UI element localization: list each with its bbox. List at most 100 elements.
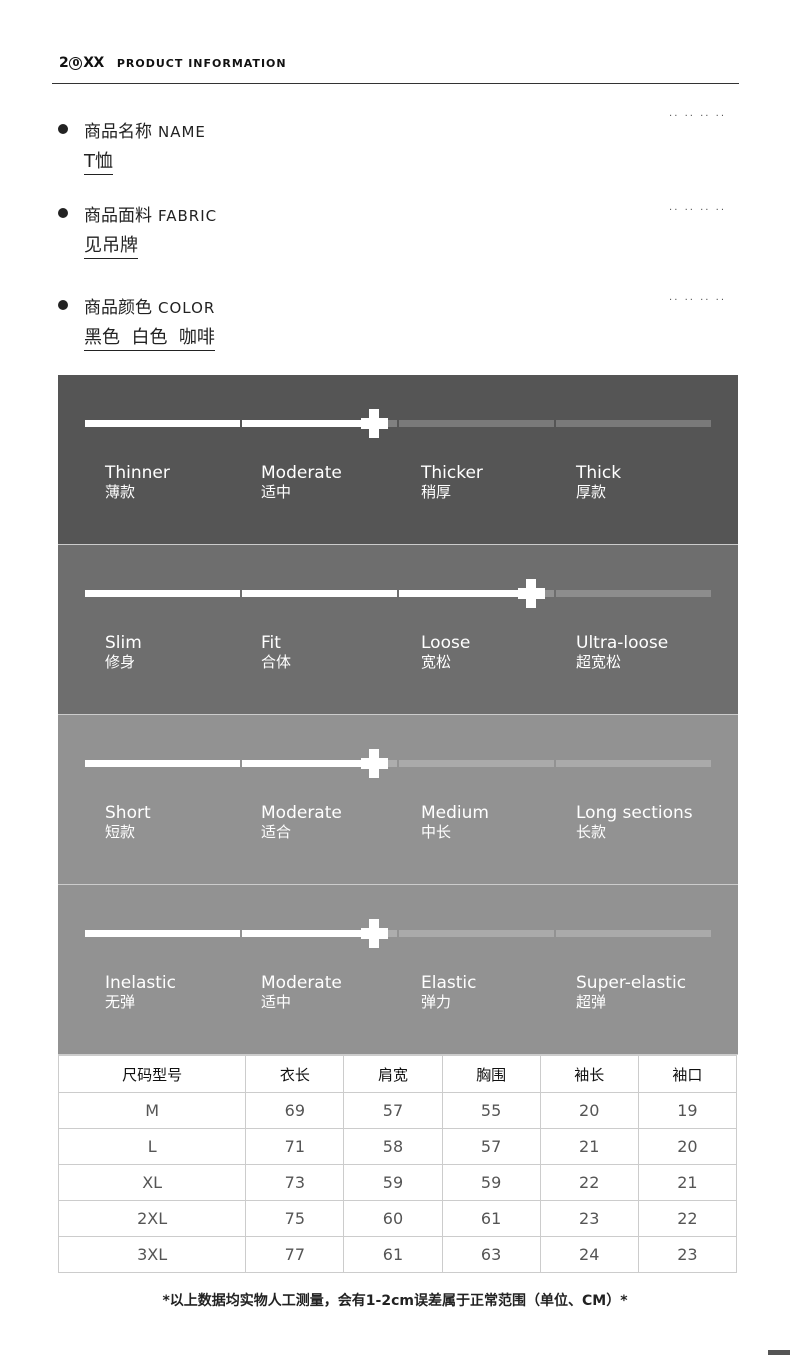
info-value: T恤 bbox=[84, 147, 113, 175]
option-label-en: Medium bbox=[421, 803, 489, 823]
scale-marker-arm bbox=[360, 418, 388, 429]
scale-segment bbox=[399, 420, 554, 427]
table-cell: 77 bbox=[245, 1236, 345, 1273]
scale-segment bbox=[556, 420, 711, 427]
info-value: 黑色 白色 咖啡 bbox=[84, 323, 215, 351]
column-header: 袖长 bbox=[539, 1055, 639, 1093]
table-cell: 2XL bbox=[57, 1200, 247, 1237]
info-label-en: NAME bbox=[158, 123, 206, 141]
scale-marker-arm bbox=[517, 588, 545, 599]
table-cell: 22 bbox=[539, 1164, 639, 1201]
column-header: 胸围 bbox=[441, 1055, 541, 1093]
dots-decoration: .. .. .. .. bbox=[669, 292, 726, 303]
table-cell: 21 bbox=[637, 1164, 738, 1201]
table-cell: 55 bbox=[441, 1092, 541, 1129]
table-cell: XL bbox=[57, 1164, 247, 1201]
column-header: 衣长 bbox=[245, 1055, 345, 1093]
dots-decoration: .. .. .. .. bbox=[669, 202, 726, 213]
option-label-zh: 中长 bbox=[421, 823, 452, 841]
table-cell: 24 bbox=[539, 1236, 639, 1273]
option-label-zh: 合体 bbox=[261, 653, 292, 671]
option-label-en: Thinner bbox=[105, 463, 170, 483]
scale-segment bbox=[85, 760, 240, 767]
option-label-en: Super-elastic bbox=[576, 973, 687, 993]
scale-segment bbox=[399, 760, 554, 767]
info-value: 见吊牌 bbox=[84, 231, 138, 259]
option-label-zh: 超弹 bbox=[576, 993, 607, 1011]
scale-segment bbox=[399, 930, 554, 937]
table-cell: L bbox=[57, 1128, 247, 1165]
table-header-row: 尺码型号衣长肩宽胸围袖长袖口 bbox=[57, 1055, 738, 1093]
scale-segment bbox=[242, 420, 397, 427]
table-cell: 3XL bbox=[57, 1236, 247, 1273]
option-label-en: Elastic bbox=[421, 973, 477, 993]
option-label-en: Loose bbox=[421, 633, 471, 653]
measurement-note: *以上数据均实物人工测量，会有1-2cm误差属于正常范围（单位、CM）* bbox=[162, 1293, 628, 1309]
scale-track bbox=[85, 749, 711, 778]
bullet-icon bbox=[58, 208, 68, 218]
column-header: 袖口 bbox=[637, 1055, 738, 1093]
table-cell: 61 bbox=[441, 1200, 541, 1237]
info-label-zh: 商品名称 bbox=[84, 122, 152, 142]
scale-segment bbox=[242, 760, 397, 767]
option-label-zh: 修身 bbox=[105, 653, 136, 671]
info-label: 商品名称 NAME bbox=[84, 117, 206, 142]
option-label-en: Moderate bbox=[261, 803, 342, 823]
table-cell: 23 bbox=[637, 1236, 738, 1273]
scale-segment bbox=[556, 760, 711, 767]
table-cell: 73 bbox=[245, 1164, 345, 1201]
option-label-en: Thick bbox=[576, 463, 622, 483]
dots-decoration: .. .. .. .. bbox=[669, 108, 726, 119]
scale-marker-arm bbox=[360, 758, 388, 769]
info-label-en: COLOR bbox=[158, 299, 216, 317]
option-label-en: Ultra-loose bbox=[576, 633, 669, 653]
option-label-zh: 薄款 bbox=[105, 483, 136, 501]
option-label-zh: 厚款 bbox=[576, 483, 607, 501]
option-label-en: Slim bbox=[105, 633, 142, 653]
option-label-en: Moderate bbox=[261, 973, 342, 993]
table-cell: 23 bbox=[539, 1200, 639, 1237]
option-label-zh: 无弹 bbox=[105, 993, 136, 1011]
option-label-zh: 宽松 bbox=[421, 653, 452, 671]
option-label-zh: 长款 bbox=[576, 823, 607, 841]
table-cell: 75 bbox=[245, 1200, 345, 1237]
info-label-en: FABRIC bbox=[158, 207, 218, 225]
option-label-en: Long sections bbox=[576, 803, 693, 823]
scale-segment bbox=[85, 420, 240, 427]
option-label-en: Short bbox=[105, 803, 151, 823]
table-cell: 63 bbox=[441, 1236, 541, 1273]
scale-track bbox=[85, 579, 711, 608]
info-label-zh: 商品颜色 bbox=[84, 298, 152, 318]
table-cell: 60 bbox=[343, 1200, 443, 1237]
table-cell: 69 bbox=[245, 1092, 345, 1129]
info-label-zh: 商品面料 bbox=[84, 206, 152, 226]
table-cell: M bbox=[57, 1092, 247, 1129]
table-cell: 19 bbox=[637, 1092, 738, 1129]
header-divider bbox=[52, 83, 739, 84]
scale-marker-arm bbox=[360, 928, 388, 939]
table-cell: 57 bbox=[441, 1128, 541, 1165]
header-title: PRODUCT INFORMATION bbox=[116, 56, 287, 70]
scale-track bbox=[85, 409, 711, 438]
table-cell: 59 bbox=[441, 1164, 541, 1201]
option-label-zh: 短款 bbox=[105, 823, 136, 841]
scale-segment bbox=[556, 930, 711, 937]
column-header: 尺码型号 bbox=[57, 1055, 247, 1093]
